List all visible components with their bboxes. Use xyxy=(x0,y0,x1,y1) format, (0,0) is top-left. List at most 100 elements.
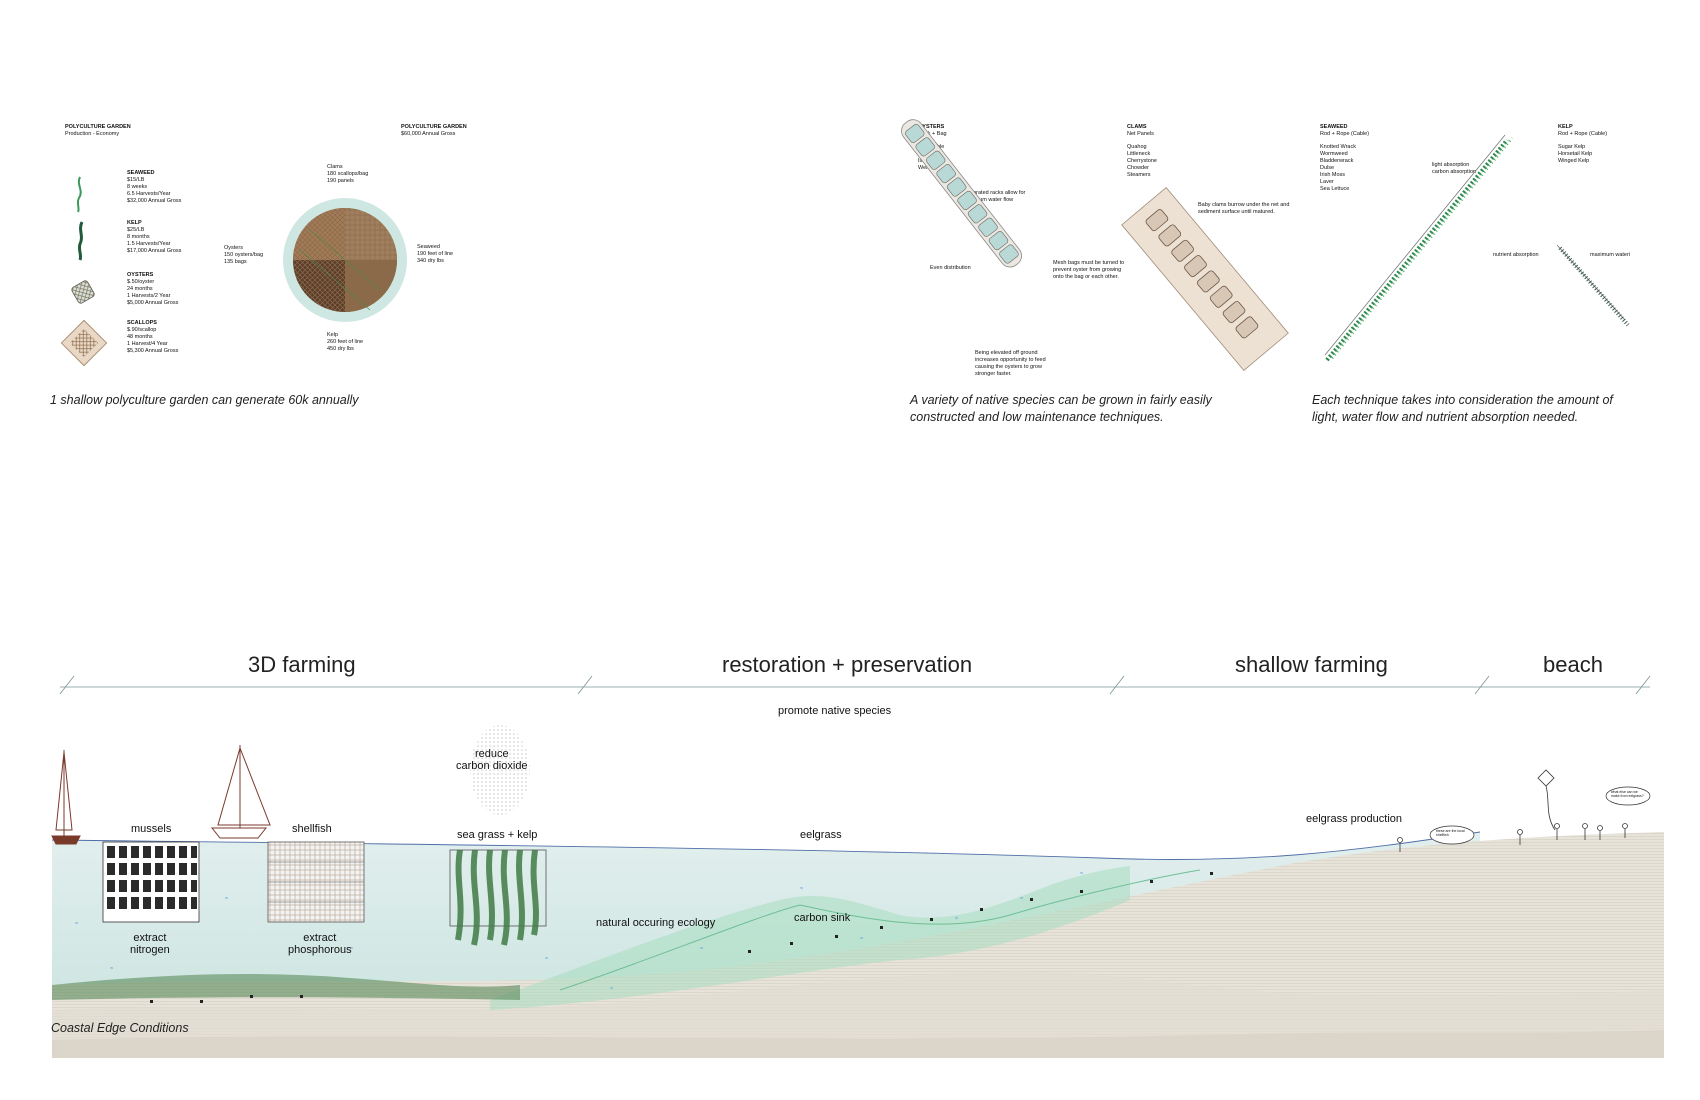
eelgrass-production-label: eelgrass production xyxy=(1306,813,1403,825)
garden-caption: 1 shallow polyculture garden can generat… xyxy=(50,393,359,407)
variety: Dulse xyxy=(1320,165,1335,171)
garden-right-title-block: POLYCULTURE GARDEN $60,000 Annual Gross xyxy=(401,124,467,138)
seaweed-notes: light absorption carbon absorption xyxy=(1432,162,1476,176)
oyster-bag-icon xyxy=(71,280,95,304)
label-line: reduce xyxy=(474,748,509,760)
circle-label-seaweed: Seaweed 190 feet of line 340 dry lbs xyxy=(417,244,453,265)
garden-title: POLYCULTURE GARDEN xyxy=(65,124,131,130)
caption-line: Each technique takes into consideration … xyxy=(1312,393,1613,407)
species-detail: 1.5 Harvests/Year xyxy=(127,241,171,247)
svg-text:≈: ≈ xyxy=(610,986,614,992)
mussels-label: mussels xyxy=(131,823,172,835)
variety: Irish Moss xyxy=(1320,172,1346,178)
svg-text:≈: ≈ xyxy=(225,896,229,902)
svg-text:≈: ≈ xyxy=(110,966,114,972)
svg-text:≈: ≈ xyxy=(545,956,549,962)
technique-kelp-header: KELP Rod + Rope (Cable) Sugar Kelp Horse… xyxy=(1558,124,1607,165)
label-line: Clams xyxy=(327,164,343,170)
zone-axis xyxy=(59,675,1651,695)
garden-title-block: POLYCULTURE GARDEN Production - Economy xyxy=(65,124,131,138)
mussel-tower xyxy=(102,841,200,923)
svg-text:≈: ≈ xyxy=(860,936,864,942)
label-line: 260 feet of line xyxy=(327,339,364,345)
zone-shallow-farming: shallow farming xyxy=(1235,652,1388,677)
natural-ecology-label: natural occuring ecology xyxy=(596,917,716,929)
species-scallops: SCALLOPS $.90/scallop 48 months 1 Harves… xyxy=(127,320,178,355)
label-line: make from eelgrass? xyxy=(1611,794,1644,798)
species-detail: $15/LB xyxy=(127,177,145,183)
species-detail: 8 months xyxy=(127,234,150,240)
technique-seaweed-header: SEAWEED Rod + Rope (Cable) Knotted Wrack… xyxy=(1320,124,1369,193)
kelp-note-2: maximum wateri xyxy=(1590,252,1631,258)
garden-right-subtitle: $60,000 Annual Gross xyxy=(401,131,456,137)
garden-right-title: POLYCULTURE GARDEN xyxy=(401,124,467,130)
variety: Winged Kelp xyxy=(1558,158,1590,164)
svg-text:≈: ≈ xyxy=(1080,871,1084,877)
variety: Wormweed xyxy=(1320,151,1348,157)
species-detail: $5,300 Annual Gross xyxy=(127,348,179,354)
label-line: 150 oysters/bag xyxy=(224,252,264,258)
caption-line: A variety of native species can be grown… xyxy=(910,393,1212,407)
label-line: carbon dioxide xyxy=(456,760,528,772)
techniques-caption-1: A variety of native species can be grown… xyxy=(910,392,1212,426)
seaweed-rope-diagram xyxy=(1324,134,1514,362)
bubble-2-text: what else can we make from eelgrass? xyxy=(1611,790,1644,798)
speech-bubble xyxy=(1605,786,1651,806)
svg-text:≈: ≈ xyxy=(955,916,959,922)
technique-method: Rod + Rope (Cable) xyxy=(1320,131,1370,137)
label-line: 190 feet of line xyxy=(417,251,454,257)
technique-title: CLAMS xyxy=(1127,124,1147,130)
variety: Sugar Kelp xyxy=(1558,144,1586,150)
sailboat-icon xyxy=(51,750,81,845)
label-line: Seaweed xyxy=(417,244,440,250)
label-line: nitrogen xyxy=(130,944,170,956)
kelp-tower xyxy=(449,849,547,946)
bubble-1-text: these are the local shellfish xyxy=(1436,829,1465,837)
oyster-note-1: Perforated racks allow for maximum water… xyxy=(963,190,1026,203)
variety: Bladderwrack xyxy=(1320,158,1354,164)
technique-title: SEAWEED xyxy=(1320,124,1348,130)
circle-label-oysters: Oysters 150 oysters/bag 135 bags xyxy=(224,245,263,266)
label-line: 190 panels xyxy=(327,178,354,184)
oyster-note-4: Being elevated off ground increases oppo… xyxy=(975,350,1046,377)
species-detail: $.50/oyster xyxy=(127,279,155,285)
seagrass-kelp-label: sea grass + kelp xyxy=(457,829,538,841)
beach-figures xyxy=(1397,769,1628,852)
species-kelp: KELP $25/LB 8 months 1.5 Harvests/Year $… xyxy=(127,220,181,255)
label-line: shellfish xyxy=(1436,833,1449,837)
species-detail: 1 Harvests/2 Year xyxy=(127,293,171,299)
circle-label-clams: Clams 180 scallops/bag 190 panels xyxy=(327,164,368,185)
techniques-caption-2: Each technique takes into consideration … xyxy=(1312,392,1613,426)
section-caption: Coastal Edge Conditions xyxy=(51,1021,189,1035)
variety: Cherrystone xyxy=(1127,158,1157,164)
label-line: 180 scallops/bag xyxy=(327,171,369,177)
technique-method: Rod + Rope (Cable) xyxy=(1558,131,1608,137)
extract-phosphorous-label: extract phosphorous xyxy=(288,932,352,956)
species-detail: 24 months xyxy=(127,286,153,292)
species-oysters: OYSTERS $.50/oyster 24 months 1 Harvests… xyxy=(127,272,178,307)
kelp-note-1: nutrient absorption xyxy=(1493,252,1539,258)
species-seaweed: SEAWEED $15/LB 8 weeks 6.5 Harvests/Year… xyxy=(127,170,181,205)
kelp-icon xyxy=(77,221,84,261)
label-line: extract xyxy=(133,932,167,944)
label-line: these are the local xyxy=(1436,829,1465,833)
variety: Sea Lettuce xyxy=(1320,186,1350,192)
species-detail: $5,000 Annual Gross xyxy=(127,300,179,306)
note: light absorption xyxy=(1432,162,1470,168)
seabed-posts xyxy=(150,872,1213,1003)
species-name: KELP xyxy=(127,220,142,226)
garden-subtitle: Production - Economy xyxy=(65,131,120,137)
seabed-vegetation xyxy=(52,974,520,1000)
species-detail: 48 months xyxy=(127,334,153,340)
species-name: SCALLOPS xyxy=(127,320,157,326)
species-detail: 1 Harvest/4 Year xyxy=(127,341,168,347)
zone-restoration: restoration + preservation xyxy=(722,652,973,677)
svg-text:≈: ≈ xyxy=(75,921,79,927)
species-detail: $25/LB xyxy=(127,227,145,233)
shellfish-label: shellfish xyxy=(292,823,332,835)
oyster-note-3: Mesh bags must be turned to prevent oyst… xyxy=(1053,260,1125,280)
eelgrass-ridge xyxy=(559,869,1201,991)
shellfish-tower xyxy=(267,841,365,923)
zone-3d-farming: 3D farming xyxy=(248,652,356,677)
